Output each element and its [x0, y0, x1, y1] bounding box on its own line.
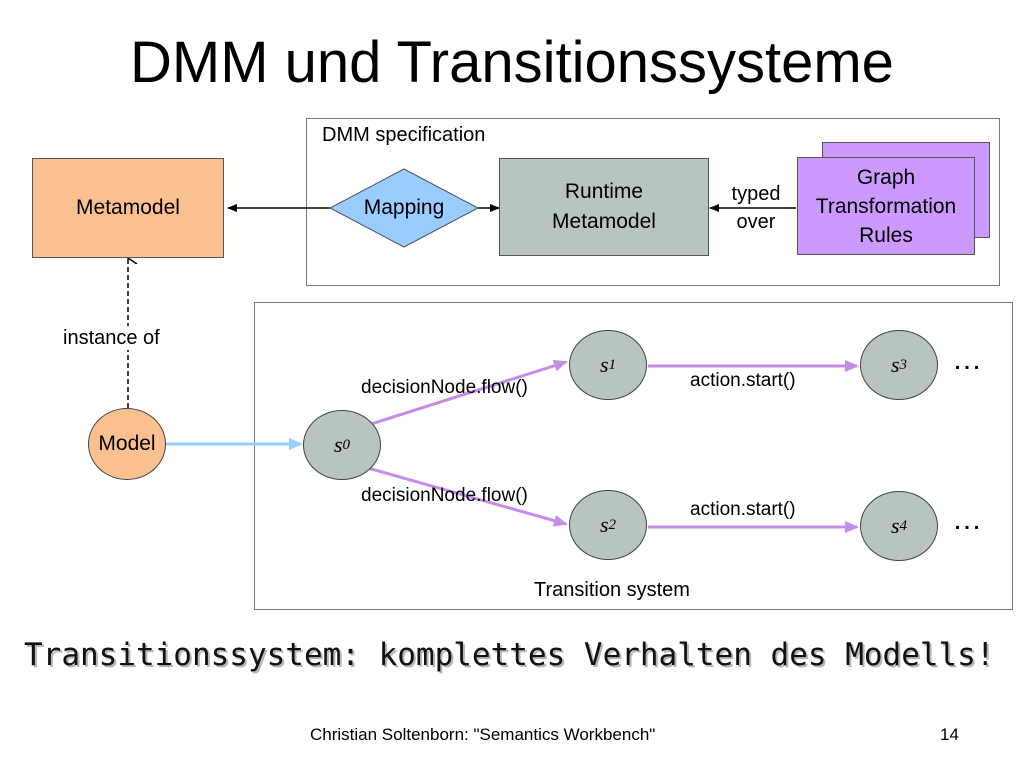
runtime-metamodel-line2: Metamodel [552, 210, 656, 233]
typed-over-line2: over [736, 211, 776, 233]
state-s1-letter: s [599, 352, 609, 377]
state-s4-letter: s [890, 513, 900, 538]
edge-label-top: decisionNode.flow() [361, 377, 528, 398]
state-s0-letter: s [333, 432, 343, 457]
footer-author: Christian Soltenborn: "Semantics Workben… [310, 725, 656, 744]
summary-text: Transitionssystem: komplettes Verhalten … [24, 637, 995, 673]
state-s1-index: 1 [608, 356, 617, 373]
metamodel-box: Metamodel [32, 158, 224, 258]
state-s0-index: 0 [342, 436, 351, 453]
rules-line3: Rules [859, 223, 913, 247]
action-label-bottom: action.start() [690, 499, 796, 520]
typed-over-label: typed over [714, 180, 798, 236]
mapping-label: Mapping [363, 196, 445, 219]
model-node: Model [88, 408, 166, 480]
typed-over-line1: typed [731, 183, 781, 205]
s0-to-s2-arrow [367, 466, 568, 527]
model-label: Model [98, 432, 156, 455]
state-s4-index: 4 [899, 517, 908, 534]
slide-title: DMM und Transitionssysteme [130, 30, 894, 95]
graph-transformation-rules-box: Graph Transformation Rules [797, 157, 975, 255]
instance-of-label: instance of [63, 326, 160, 350]
rules-line2: Transformation [815, 194, 957, 218]
state-s3-index: 3 [899, 356, 908, 373]
page-number: 14 [940, 725, 959, 744]
rules-line1: Graph [856, 165, 916, 189]
metamodel-label: Metamodel [76, 196, 180, 219]
action-label-top: action.start() [690, 370, 796, 391]
runtime-metamodel-line1: Runtime [564, 180, 644, 203]
state-s2-index: 2 [608, 516, 617, 533]
mapping-diamond [328, 168, 480, 248]
state-s2-letter: s [599, 512, 609, 537]
transition-system-label: Transition system [534, 579, 690, 601]
state-s3-letter: s [890, 352, 900, 377]
ellipsis-bottom: … [952, 503, 983, 536]
ellipsis-top: … [952, 343, 983, 376]
edge-label-bottom: decisionNode.flow() [361, 485, 528, 506]
s0-to-s1-arrow [367, 359, 568, 427]
dmm-specification-label: DMM specification [322, 124, 486, 146]
runtime-metamodel-box: Runtime Metamodel [499, 158, 709, 256]
